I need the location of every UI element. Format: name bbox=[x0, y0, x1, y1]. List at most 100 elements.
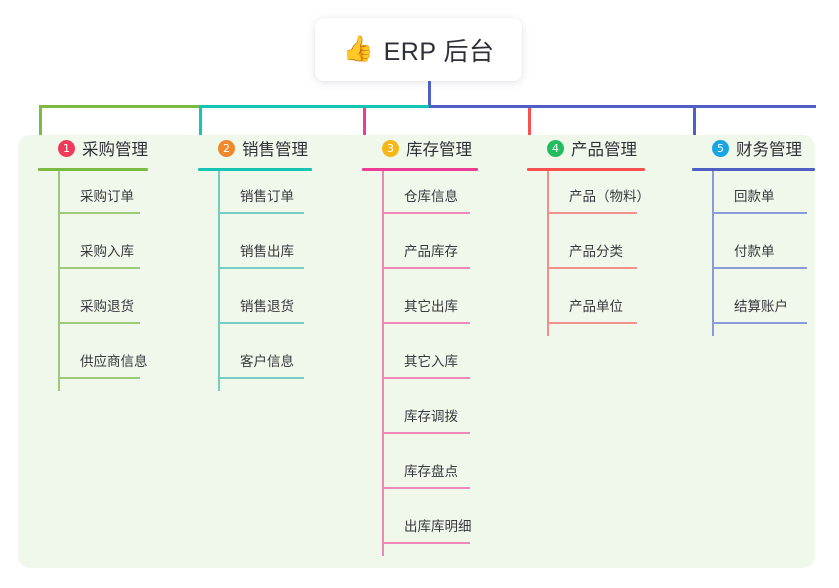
list-item[interactable]: 产品单位 bbox=[547, 281, 645, 336]
list-item[interactable]: 采购入库 bbox=[58, 226, 148, 281]
column-title-5: 财务管理 bbox=[736, 141, 802, 159]
list-item-label: 产品分类 bbox=[569, 244, 623, 259]
column-rule-2 bbox=[198, 168, 312, 171]
connector-stem-2 bbox=[199, 108, 202, 136]
list-item[interactable]: 结算账户 bbox=[712, 281, 815, 336]
list-item-rule bbox=[547, 267, 637, 269]
thumbs-up-icon: 👍 bbox=[342, 35, 374, 63]
list-item-label: 采购入库 bbox=[80, 244, 134, 259]
list-item-rule bbox=[58, 377, 140, 379]
column-badge-5: 5 bbox=[712, 139, 729, 157]
list-item-rule bbox=[382, 322, 470, 324]
column-spine-1 bbox=[58, 171, 60, 391]
list-item-label: 其它入库 bbox=[404, 354, 458, 369]
column-badge-2: 2 bbox=[218, 139, 235, 157]
column-spine-2 bbox=[218, 171, 220, 391]
column-header-2[interactable]: 2 销售管理 bbox=[198, 135, 312, 161]
list-item[interactable]: 库存盘点 bbox=[382, 446, 478, 501]
root-connector-vertical bbox=[428, 81, 431, 107]
list-item[interactable]: 库存调拨 bbox=[382, 391, 478, 446]
list-item-rule bbox=[382, 377, 470, 379]
connector-stem-4 bbox=[528, 108, 531, 136]
list-item-label: 产品库存 bbox=[404, 244, 458, 259]
column-items-1: 采购订单采购入库采购退货供应商信息 bbox=[58, 171, 148, 391]
list-item-rule bbox=[218, 212, 304, 214]
list-item-rule bbox=[712, 267, 807, 269]
segment-green bbox=[39, 105, 199, 108]
list-item-label: 库存盘点 bbox=[404, 464, 458, 479]
list-item-label: 采购订单 bbox=[80, 189, 134, 204]
list-item-label: 销售退货 bbox=[240, 299, 294, 314]
list-item[interactable]: 供应商信息 bbox=[58, 336, 148, 391]
list-item-label: 仓库信息 bbox=[404, 189, 458, 204]
list-item[interactable]: 产品（物料） bbox=[547, 171, 650, 226]
list-item-label: 回款单 bbox=[734, 189, 775, 204]
column-spine-5 bbox=[712, 171, 714, 336]
column-title-4: 产品管理 bbox=[571, 141, 637, 159]
column-rule-3 bbox=[362, 168, 478, 171]
list-item-rule bbox=[58, 267, 140, 269]
column-items-5: 回款单付款单结算账户 bbox=[712, 171, 815, 336]
column-spine-4 bbox=[547, 171, 549, 336]
list-item[interactable]: 产品库存 bbox=[382, 226, 478, 281]
column-badge-4: 4 bbox=[547, 139, 564, 157]
list-item-rule bbox=[712, 322, 807, 324]
column-header-4[interactable]: 4 产品管理 bbox=[527, 135, 645, 161]
list-item-rule bbox=[218, 267, 304, 269]
column-items-2: 销售订单销售出库销售退货客户信息 bbox=[218, 171, 312, 391]
list-item-label: 结算账户 bbox=[734, 299, 788, 314]
list-item-label: 出库库明细 bbox=[404, 519, 472, 534]
column-rule-4 bbox=[527, 168, 645, 171]
list-item-label: 其它出库 bbox=[404, 299, 458, 314]
connector-stem-5 bbox=[693, 108, 696, 136]
list-item[interactable]: 销售出库 bbox=[218, 226, 312, 281]
list-item[interactable]: 采购订单 bbox=[58, 171, 148, 226]
list-item-rule bbox=[218, 322, 304, 324]
column-badge-1: 1 bbox=[58, 139, 75, 157]
list-item[interactable]: 付款单 bbox=[712, 226, 815, 281]
list-item-rule bbox=[382, 542, 470, 544]
column-header-3[interactable]: 3 库存管理 bbox=[362, 135, 478, 161]
column-1: 1 采购管理采购订单采购入库采购退货供应商信息 bbox=[38, 135, 148, 391]
list-item-rule bbox=[712, 212, 807, 214]
list-item[interactable]: 采购退货 bbox=[58, 281, 148, 336]
column-header-1[interactable]: 1 采购管理 bbox=[38, 135, 148, 161]
column-items-3: 仓库信息产品库存其它出库其它入库库存调拨库存盘点出库库明细 bbox=[382, 171, 478, 556]
root-node[interactable]: 👍 ERP 后台 bbox=[315, 18, 522, 81]
list-item-rule bbox=[547, 322, 637, 324]
column-title-3: 库存管理 bbox=[406, 141, 472, 159]
list-item[interactable]: 回款单 bbox=[712, 171, 815, 226]
list-item-label: 销售出库 bbox=[240, 244, 294, 259]
column-title-1: 采购管理 bbox=[82, 141, 148, 159]
list-item[interactable]: 出库库明细 bbox=[382, 501, 478, 556]
list-item[interactable]: 产品分类 bbox=[547, 226, 645, 281]
column-title-2: 销售管理 bbox=[242, 141, 308, 159]
list-item-rule bbox=[382, 212, 470, 214]
column-spine-3 bbox=[382, 171, 384, 556]
list-item-label: 产品（物料） bbox=[569, 189, 650, 204]
list-item[interactable]: 销售订单 bbox=[218, 171, 312, 226]
list-item-label: 采购退货 bbox=[80, 299, 134, 314]
list-item-rule bbox=[547, 212, 637, 214]
column-badge-3: 3 bbox=[382, 139, 399, 157]
column-3: 3 库存管理仓库信息产品库存其它出库其它入库库存调拨库存盘点出库库明细 bbox=[362, 135, 478, 556]
list-item-label: 库存调拨 bbox=[404, 409, 458, 424]
list-item[interactable]: 其它出库 bbox=[382, 281, 478, 336]
list-item-rule bbox=[382, 487, 470, 489]
list-item-rule bbox=[218, 377, 304, 379]
root-title: ERP 后台 bbox=[383, 37, 495, 66]
list-item-rule bbox=[58, 212, 140, 214]
list-item-label: 销售订单 bbox=[240, 189, 294, 204]
list-item[interactable]: 客户信息 bbox=[218, 336, 312, 391]
content-panel: 1 采购管理采购订单采购入库采购退货供应商信息 2 销售管理销售订单销售出库销售退货客… bbox=[18, 135, 815, 568]
list-item[interactable]: 仓库信息 bbox=[382, 171, 478, 226]
column-items-4: 产品（物料） 产品分类产品单位 bbox=[547, 171, 650, 336]
list-item-rule bbox=[382, 432, 470, 434]
connector-stem-1 bbox=[39, 108, 42, 136]
column-header-5[interactable]: 5 财务管理 bbox=[692, 135, 815, 161]
list-item-rule bbox=[58, 322, 140, 324]
list-item[interactable]: 其它入库 bbox=[382, 336, 478, 391]
list-item-rule bbox=[382, 267, 470, 269]
list-item[interactable]: 销售退货 bbox=[218, 281, 312, 336]
